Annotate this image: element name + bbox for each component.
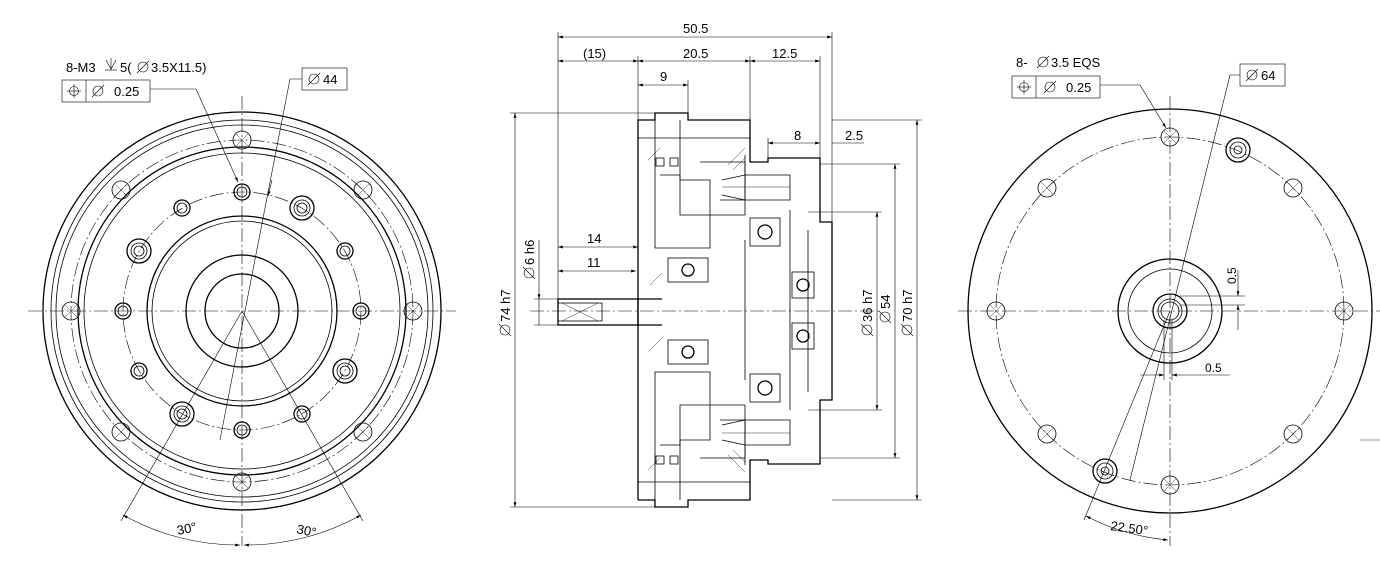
dim-14: 14 — [587, 231, 601, 246]
depth-symbol — [105, 58, 117, 71]
right-outer-ring — [967, 108, 1373, 514]
left-angle-1: 30° — [176, 519, 198, 538]
section-shaft — [557, 298, 662, 326]
right-hole-callout: 8- 3.5 EQS 0.25 — [1011, 55, 1167, 129]
section-top-dims: 50.5 (15) 20.5 12.5 9 8 2.5 — [557, 21, 864, 300]
left-bolt-circle — [122, 191, 362, 431]
svg-text:44: 44 — [323, 72, 337, 87]
left-fcf-tolerance: 0.25 — [114, 84, 139, 99]
right-fcf — [1011, 75, 1101, 99]
right-callout-size: 3.5 EQS — [1051, 55, 1100, 70]
left-pcd-label: 44 — [219, 67, 348, 441]
dia-54: 54 — [878, 295, 893, 309]
diameter-symbol — [136, 60, 150, 74]
right-callout-holes: 8- — [1016, 55, 1028, 70]
dia-74: 74 h7 — [498, 289, 513, 322]
left-outer-holes — [61, 130, 423, 492]
section-bearings — [655, 157, 815, 465]
section-left-dims: 74 h7 6 h6 14 11 — [498, 112, 655, 508]
left-fcf — [61, 79, 151, 103]
left-outer-ring — [42, 111, 442, 511]
right-holes — [986, 127, 1354, 495]
right-rear-view: 8- 3.5 EQS 0.25 64 0.5 — [958, 55, 1380, 546]
dim-8: 8 — [794, 128, 801, 143]
dim-12-5: 12.5 — [772, 46, 797, 61]
dim-0-5-a: 0.5 — [1225, 267, 1239, 284]
left-hole-callout: 8-M3 5( 3.5X11.5) 0.25 — [61, 58, 239, 183]
dia-36: 36 h7 — [860, 289, 875, 322]
right-angle: 22.50° — [1110, 518, 1149, 538]
dim-0-5-b: 0.5 — [1205, 361, 1222, 375]
callout-thread: 3.5X11.5) — [151, 60, 206, 75]
dim-overall: 50.5 — [683, 21, 708, 36]
section-view: 50.5 (15) 20.5 12.5 9 8 2.5 — [498, 21, 922, 508]
dia-shaft: 6 h6 — [522, 240, 537, 265]
callout-depth: 5( — [120, 60, 132, 75]
right-offset-dims: 0.5 0.5 — [1140, 267, 1245, 380]
dim-15: (15) — [583, 46, 606, 61]
right-hub — [1117, 258, 1223, 364]
dia-70: 70 h7 — [900, 289, 915, 322]
dim-9: 9 — [660, 69, 667, 84]
left-inner-holes — [114, 183, 370, 439]
right-pin-holes — [1092, 137, 1251, 484]
callout-holes: 8-M3 — [66, 60, 96, 75]
left-front-view: 8-M3 5( 3.5X11.5) 0.25 44 — [28, 58, 456, 547]
position-symbol — [66, 83, 82, 99]
dim-20-5: 20.5 — [683, 46, 708, 61]
section-body — [637, 112, 833, 508]
right-fcf-tolerance: 0.25 — [1066, 80, 1091, 95]
right-pcd-label: 64 — [1129, 63, 1286, 481]
dim-2-5: 2.5 — [845, 128, 863, 143]
left-hub — [185, 254, 299, 368]
left-angle-2: 30° — [295, 521, 317, 540]
svg-text:64: 64 — [1261, 68, 1275, 83]
dim-11: 11 — [587, 255, 601, 270]
section-right-dims: 36 h7 54 70 h7 — [808, 119, 922, 501]
